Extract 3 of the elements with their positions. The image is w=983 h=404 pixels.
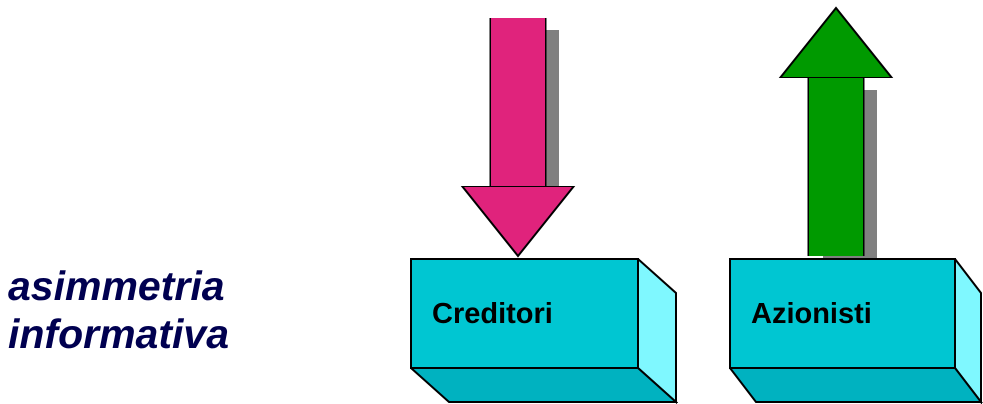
box-label: Azionisti — [751, 298, 872, 331]
box-label: Creditori — [432, 298, 553, 331]
side-caption: asimmetria informativa — [8, 262, 230, 358]
